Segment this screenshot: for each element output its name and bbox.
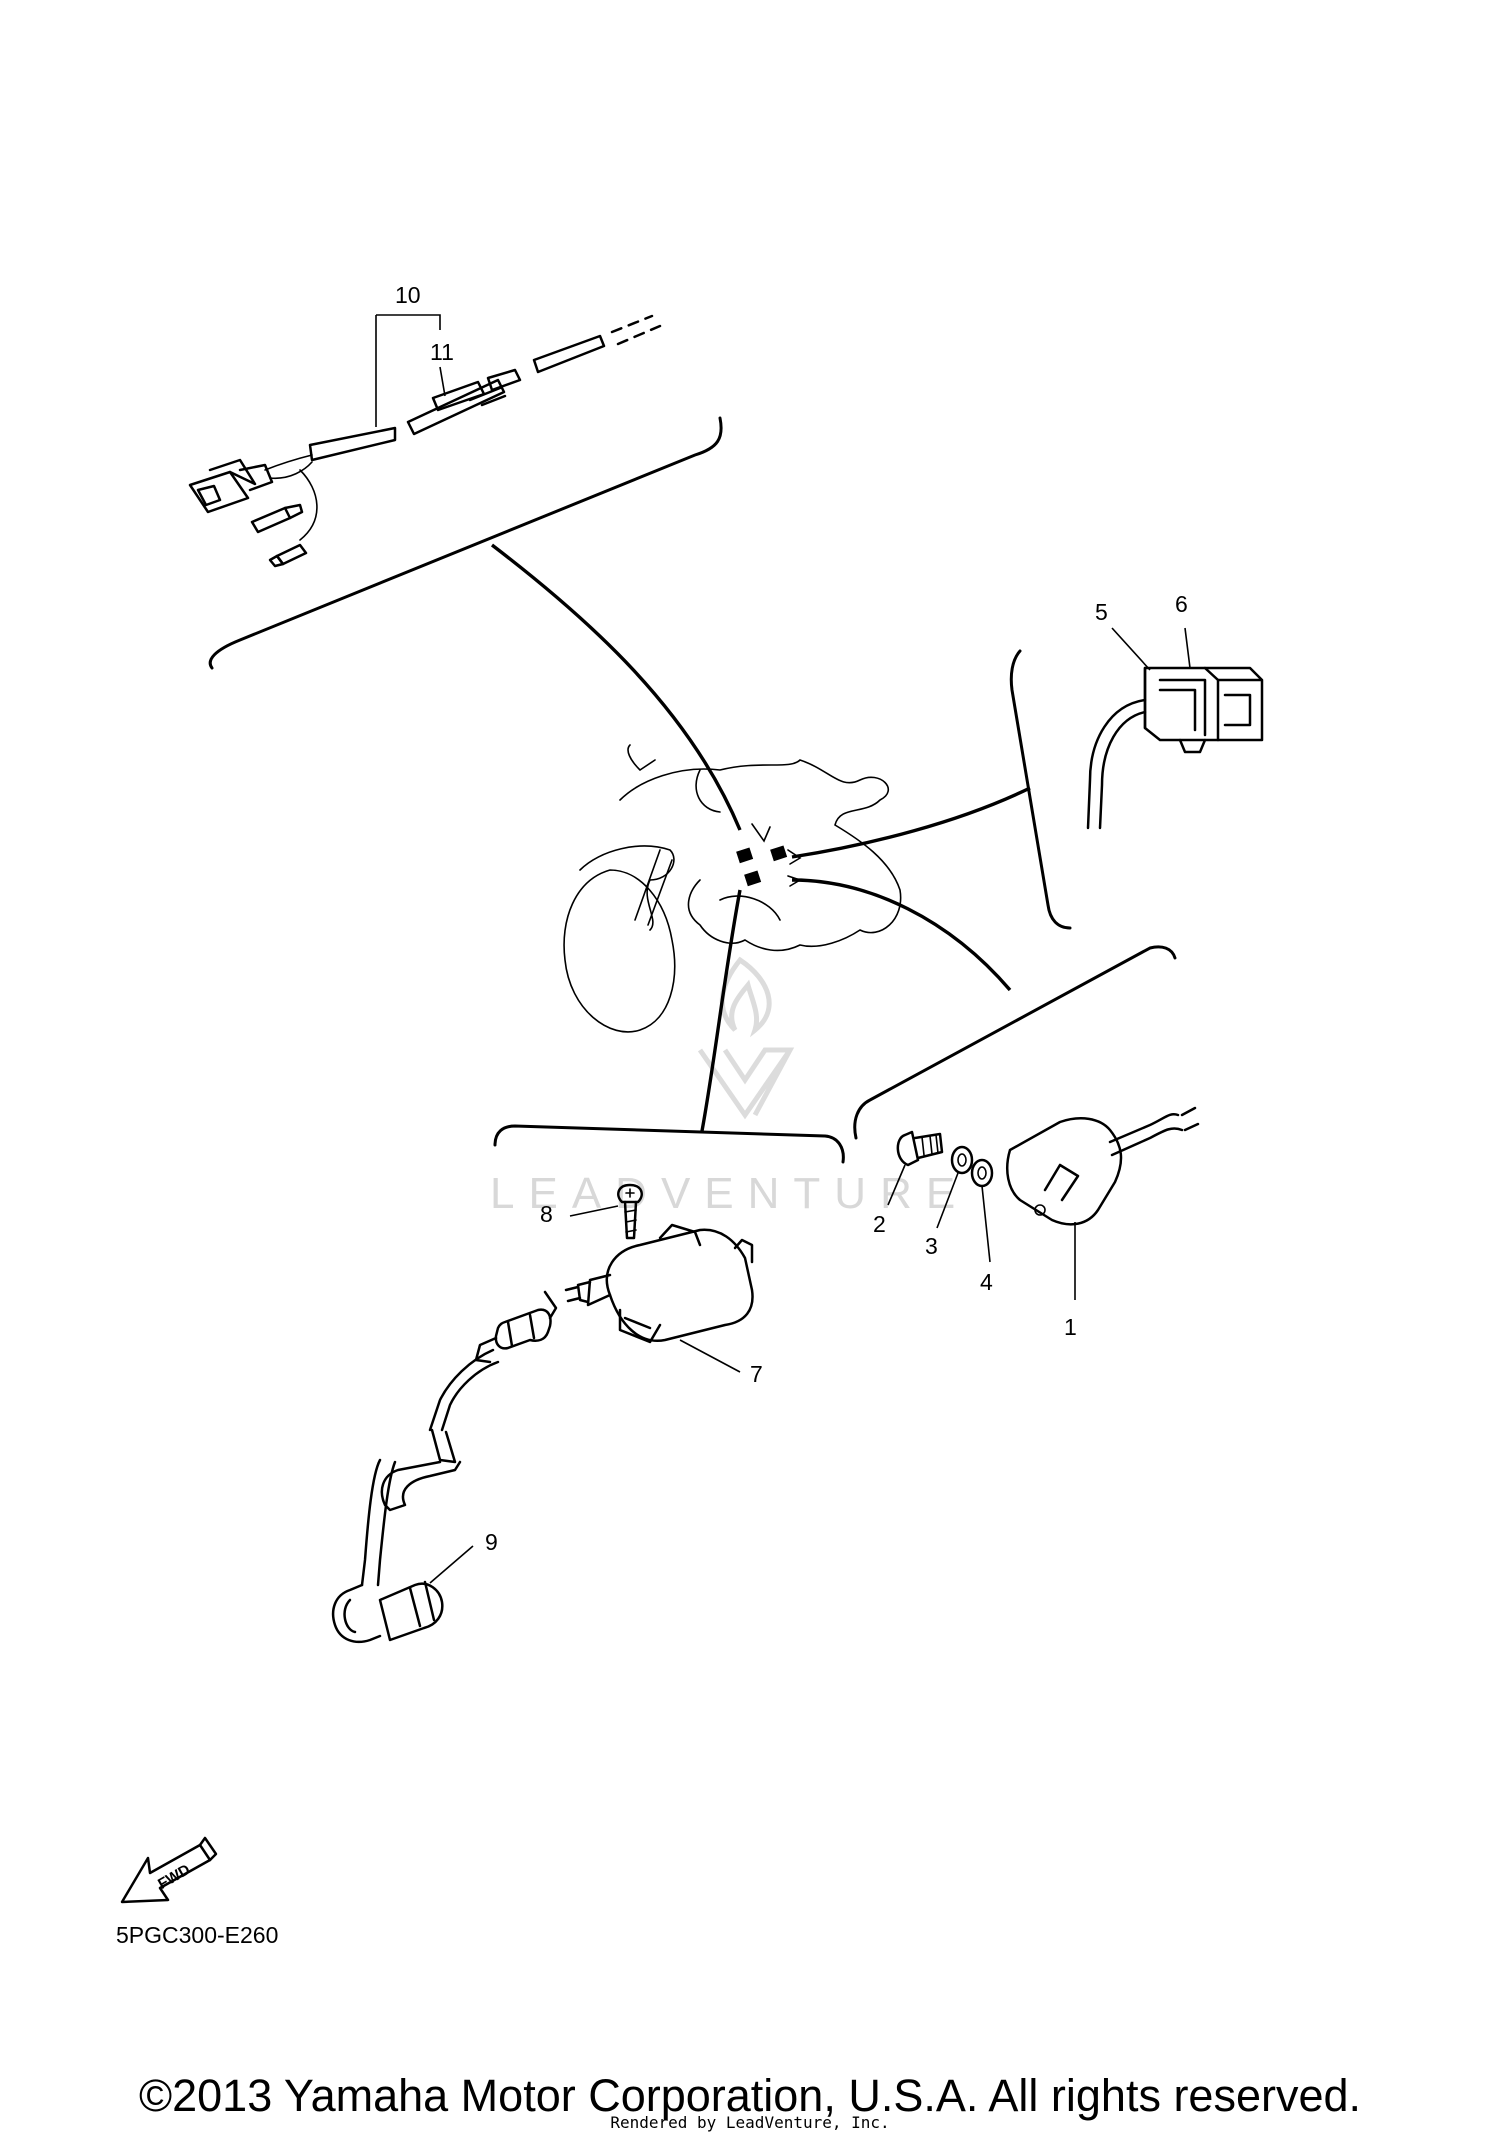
relay-group: 5 6 bbox=[1009, 591, 1264, 930]
spark-plug-cap-illustration bbox=[331, 1290, 558, 1644]
location-marker-harness bbox=[736, 847, 754, 864]
route-line-cdi bbox=[791, 878, 1012, 992]
cdi-unit-group: 1 2 3 4 bbox=[853, 945, 1200, 1340]
plain-washer-illustration bbox=[970, 1158, 994, 1188]
screw-illustration bbox=[617, 1183, 643, 1240]
detail-bracket-coil bbox=[493, 1124, 845, 1164]
route-line-coil bbox=[700, 889, 742, 1132]
rendered-by-notice: Rendered by LeadVenture, Inc. bbox=[610, 2113, 890, 2132]
callout-2: 2 bbox=[873, 1211, 886, 1237]
ignition-coil-group: 7 8 9 bbox=[331, 1124, 845, 1644]
callout-7: 7 bbox=[750, 1361, 763, 1387]
callout-4: 4 bbox=[980, 1269, 993, 1295]
watermark-text: LEADVENTURE bbox=[490, 1169, 969, 1218]
leadventure-logo-icon bbox=[697, 956, 795, 1120]
motorcycle-silhouette bbox=[563, 744, 902, 1033]
fwd-direction-marker: FWD bbox=[120, 1836, 218, 1904]
lock-washer-illustration bbox=[950, 1145, 974, 1175]
location-marker-coil bbox=[744, 870, 762, 887]
wire-harness-group: 10 11 bbox=[188, 282, 723, 670]
fwd-arrow-icon bbox=[120, 1843, 212, 1904]
callout-3: 3 bbox=[925, 1233, 938, 1259]
callout-10: 10 bbox=[395, 282, 421, 308]
ignition-coil-illustration bbox=[564, 1223, 754, 1344]
watermark: LEADVENTURE bbox=[490, 956, 969, 1218]
callout-1: 1 bbox=[1064, 1314, 1077, 1340]
cdi-unit-illustration bbox=[1006, 1106, 1200, 1226]
bolt-illustration bbox=[896, 1130, 944, 1167]
callout-8: 8 bbox=[540, 1201, 553, 1227]
callout-9: 9 bbox=[485, 1529, 498, 1555]
callout-11: 11 bbox=[430, 339, 454, 365]
location-marker-relay bbox=[770, 845, 788, 862]
callout-6: 6 bbox=[1175, 591, 1188, 617]
detail-bracket-harness bbox=[208, 416, 723, 670]
detail-bracket-cdi bbox=[853, 945, 1177, 1140]
copyright-notice: ©2013 Yamaha Motor Corporation, U.S.A. A… bbox=[138, 2070, 1362, 2121]
route-line-harness bbox=[490, 543, 742, 831]
callout-5: 5 bbox=[1095, 599, 1108, 625]
diagram-code: 5PGC300-E260 bbox=[116, 1922, 279, 1948]
wire-harness-illustration bbox=[188, 314, 662, 568]
route-line-relay bbox=[791, 786, 1031, 859]
relay-illustration bbox=[1086, 666, 1264, 830]
detail-bracket-relay bbox=[1009, 649, 1072, 930]
